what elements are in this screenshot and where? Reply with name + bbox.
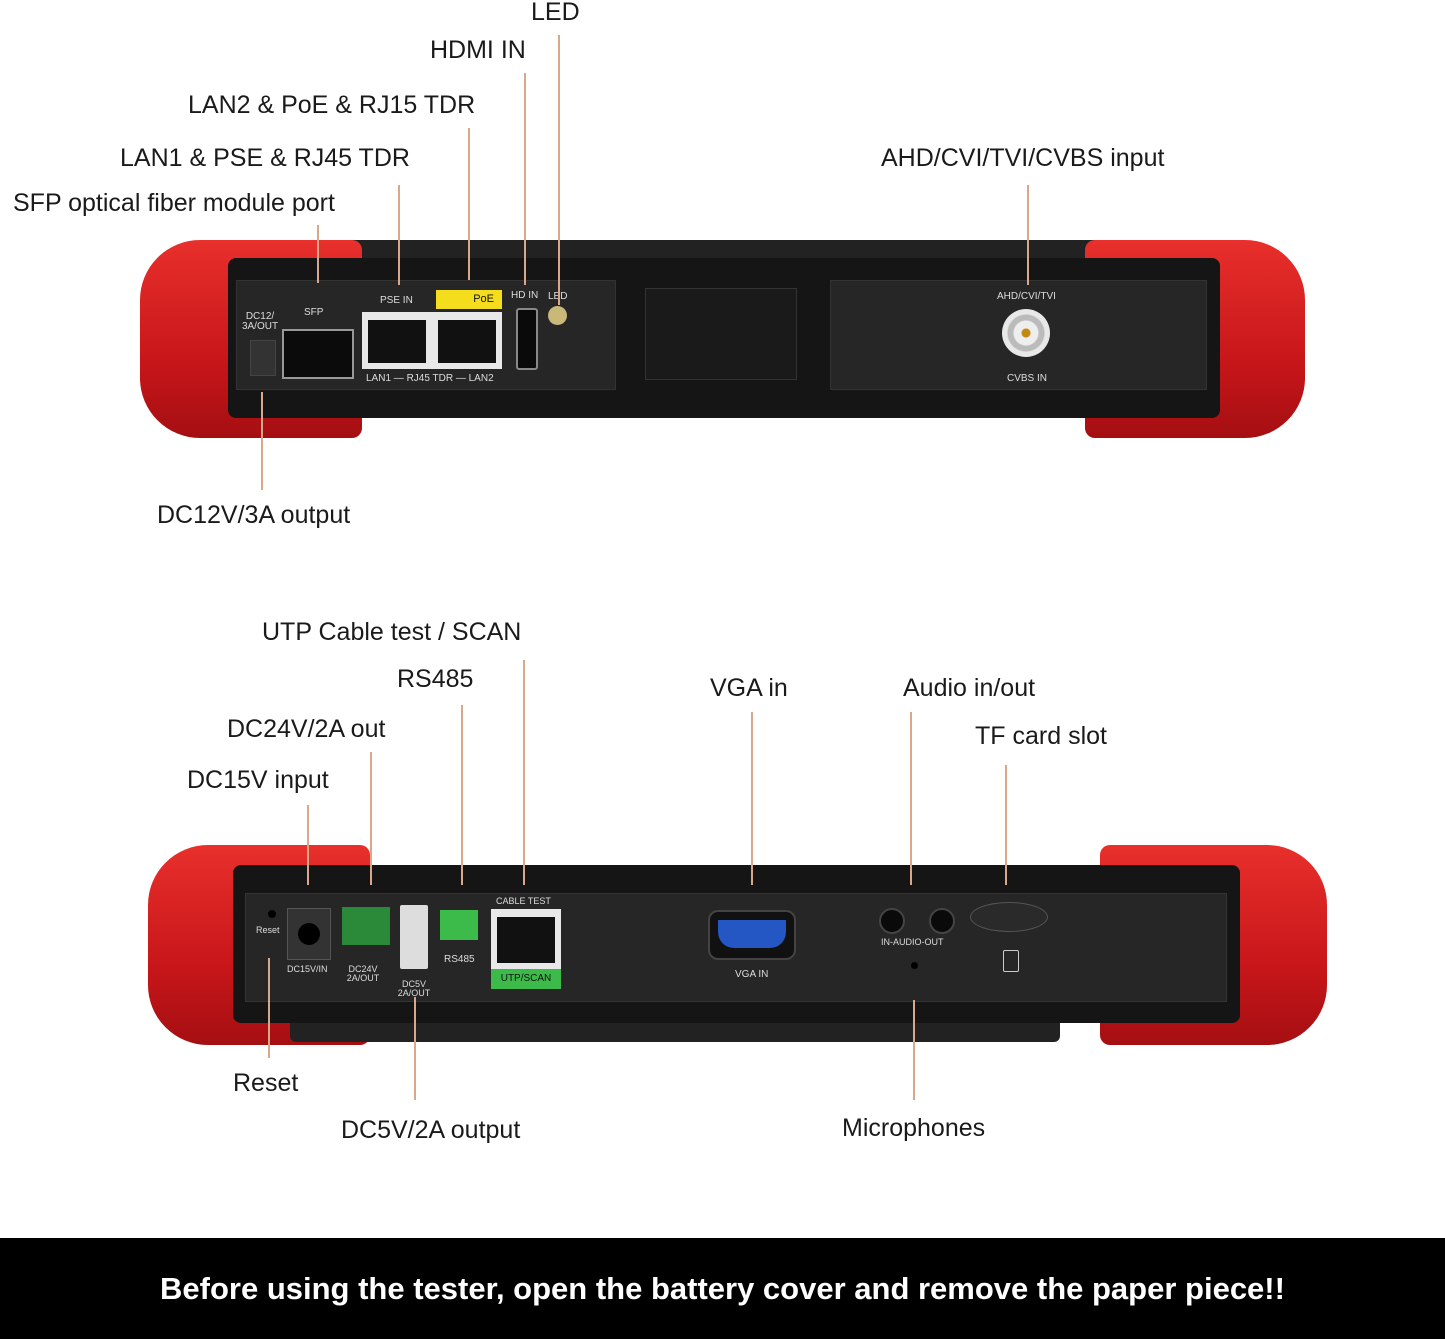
audio-port-label: IN-AUDIO-OUT [881,937,944,947]
leader-tf [1005,765,1007,885]
label-rs485: RS485 [397,665,474,693]
vga-port [708,910,796,960]
label-lan2: LAN2 & PoE & RJ15 TDR [188,91,476,119]
leader-led [558,35,560,305]
lan2-port [432,312,502,369]
microphone-icon [911,962,918,969]
dc15-port-label: DC15V/IN [287,964,328,974]
top-ridge [283,240,1158,262]
vga-port-label: VGA IN [735,969,769,980]
rs485-port-label: RS485 [444,954,475,965]
label-utp: UTP Cable test / SCAN [262,618,522,646]
warning-text: Before using the tester, open the batter… [160,1270,1285,1306]
leader-mic [913,1000,915,1100]
leader-vga [751,712,753,885]
rj45-tdr-label: LAN1 — RJ45 TDR — LAN2 [366,373,494,384]
usb-port [400,905,428,969]
label-hdmi-in: HDMI IN [430,36,526,64]
hdmi-port [516,308,538,370]
leader-dc5 [414,997,416,1100]
cvbs-label: CVBS IN [1007,373,1048,384]
reset-port-label: Reset [256,925,280,935]
warning-banner: Before using the tester, open the batter… [0,1238,1445,1339]
sd-card-icon [1003,950,1019,972]
utp-scan-label: UTP/SCAN [500,973,552,984]
leader-ahd [1027,185,1029,285]
audio-in-jack [879,908,905,934]
tf-card-slot [970,902,1048,932]
utp-scan-badge: UTP/SCAN [491,969,561,989]
lan1-port [362,312,432,369]
poe-label: PoE [473,293,494,305]
dc24-terminal [342,907,390,945]
leader-hdmi [524,73,526,285]
label-vga: VGA in [710,674,788,702]
label-dc5: DC5V/2A output [341,1116,521,1144]
leader-audio [910,712,912,885]
sfp-port-label: SFP [304,307,324,318]
reset-hole [268,910,276,918]
label-tf: TF card slot [975,722,1107,750]
leader-lan1 [398,185,400,285]
sfp-port [282,329,354,379]
ahd-port-label: AHD/CVI/TVI [997,291,1056,302]
dc15-jack [287,908,331,960]
leader-sfp [317,225,319,283]
led-label: LED [548,292,567,302]
leader-dc12 [261,392,263,490]
audio-out-jack [929,908,955,934]
hdin-label: HD IN [511,290,539,301]
dc12-jack [250,340,276,376]
utp-port [491,909,561,969]
label-sfp: SFP optical fiber module port [13,189,335,217]
label-audio: Audio in/out [903,674,1036,702]
label-reset: Reset [233,1069,299,1097]
label-dc15: DC15V input [187,766,329,794]
dc12-port-label: DC12/ 3A/OUT [241,311,279,332]
leader-rs485 [461,705,463,885]
dc24-port-label: DC24V 2A/OUT [346,964,380,983]
leader-reset [268,958,270,1058]
label-lan1: LAN1 & PSE & RJ45 TDR [120,144,410,172]
pse-label: PSE IN [380,295,413,306]
led-indicator [548,306,567,325]
label-ahd: AHD/CVI/TVI/CVBS input [881,144,1165,172]
label-dc12: DC12V/3A output [157,501,351,529]
rs485-terminal [440,910,478,940]
leader-utp [523,660,525,885]
label-microphones: Microphones [842,1114,986,1142]
leader-dc15 [307,805,309,885]
dc5-port-label: DC5V 2A/OUT [397,979,431,998]
label-dc24: DC24V/2A out [227,715,386,743]
cable-test-label: CABLE TEST [496,896,551,906]
leader-dc24 [370,752,372,885]
leader-lan2 [468,128,470,280]
bnc-connector [1002,309,1050,357]
label-led: LED [531,0,580,26]
poe-badge: PoE [436,290,502,309]
center-cover [645,288,797,380]
